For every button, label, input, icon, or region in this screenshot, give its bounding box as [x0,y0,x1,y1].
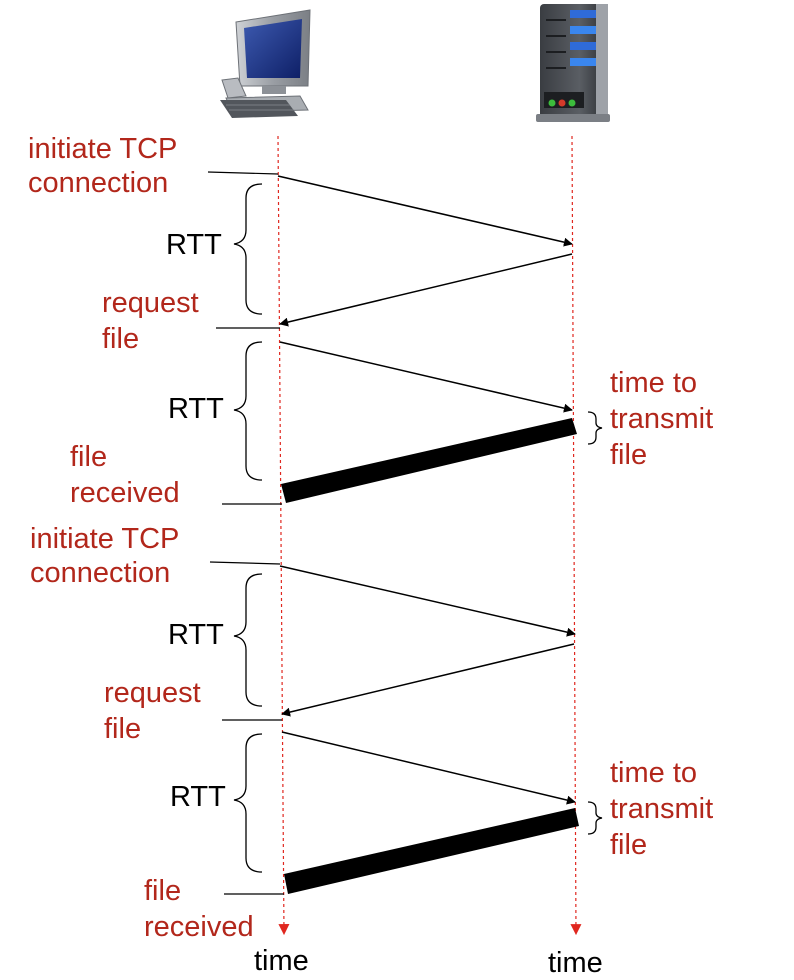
server-tower-icon [536,4,610,122]
server-time-label: time [548,947,603,979]
file-received-label-1: file received [70,441,180,509]
rtt-brace-4 [233,733,263,873]
client-timeline [277,135,290,936]
desktop-computer-icon [220,9,311,118]
time-to-transmit-label-2: time to transmit file [610,757,721,861]
file-transfer-bar-2 [284,808,579,894]
syn-message-2 [279,565,576,637]
transmit-brace-2 [587,801,603,835]
synack-message-1 [279,253,573,327]
rtt-braces [233,183,603,873]
leader-lines [207,171,284,895]
rtt-label-2: RTT [168,393,224,425]
time-to-transmit-label-1: time to transmit file [610,367,721,471]
rtt-label-1: RTT [166,229,222,261]
rtt-brace-1 [233,183,263,315]
initiate-connection-label-2: initiate TCP connection [30,523,187,589]
synack-message-2 [281,643,575,717]
file-received-label-2: file received [144,875,254,943]
request-message-2 [281,731,576,805]
file-transfer-bar-1 [281,418,577,503]
rtt-brace-3 [233,573,263,707]
rtt-label-3: RTT [168,619,224,651]
client-time-label: time [254,945,309,977]
rtt-label-4: RTT [170,781,226,813]
server-timeline [570,135,582,936]
rtt-brace-2 [233,341,263,481]
request-message-1 [279,341,573,413]
initiate-connection-label-1: initiate TCP connection [28,133,185,199]
syn-message-1 [277,175,573,247]
request-file-label-1: request file [102,287,207,355]
request-file-label-2: request file [104,677,209,745]
transmit-brace-1 [587,411,603,445]
